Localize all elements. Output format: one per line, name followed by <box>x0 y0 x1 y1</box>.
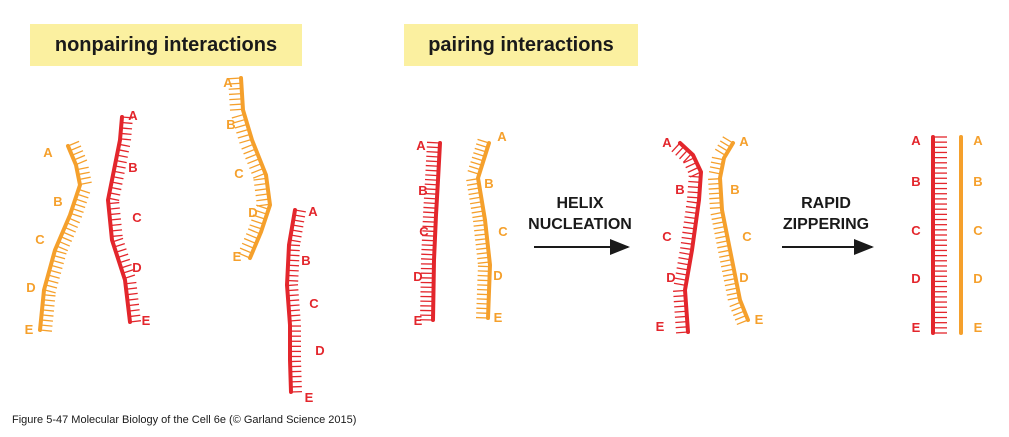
pairing-red-1-label-d: D <box>413 269 422 284</box>
nucleated-orange-label-b: B <box>730 182 739 197</box>
nonpairing-orange-2-label-c: C <box>234 166 244 181</box>
pairing-red-1-label-e: E <box>414 313 423 328</box>
nonpairing-red-1-label-c: C <box>132 210 142 225</box>
nonpairing-orange-1-label-b: B <box>53 194 62 209</box>
nucleated-orange-label-e: E <box>755 312 764 327</box>
nucleated-orange-strand-backbone <box>718 141 750 322</box>
nucleated-orange-strand <box>708 136 750 326</box>
zippered-orange-label-c: C <box>973 223 983 238</box>
nonpairing-red-strand-1-bases <box>108 116 141 323</box>
rapid-zippering-label-line1: RAPID <box>801 195 851 212</box>
zippered-red-label-d: D <box>911 271 920 286</box>
pairing-red-1-label-c: C <box>419 224 429 239</box>
nonpairing-orange-2-label-a: A <box>223 75 233 90</box>
pairing-orange-1-label-a: A <box>497 129 507 144</box>
nonpairing-orange-2-label-e: E <box>233 249 242 264</box>
pairing-red-strand-1-bases <box>419 141 441 321</box>
pairing-red-1-label-b: B <box>418 183 427 198</box>
rapid-zippering-label-line2: ZIPPERING <box>783 216 869 233</box>
nonpairing-red-1-label-a: A <box>128 108 138 123</box>
nucleated-red-label-a: A <box>662 135 672 150</box>
nonpairing-red-strand-1 <box>106 115 141 324</box>
nonpairing-orange-strand-1 <box>38 140 92 332</box>
nucleated-orange-label-d: D <box>739 270 748 285</box>
zippered-orange-label-d: D <box>973 271 982 286</box>
nucleated-orange-strand-bases <box>708 136 749 326</box>
nonpairing-orange-1-label-d: D <box>26 280 35 295</box>
pairing-orange-strand-1-bases <box>466 138 490 319</box>
nonpairing-red-strand-1-backbone <box>106 115 132 324</box>
pairing-red-strand-1-backbone <box>431 141 442 322</box>
zippered-orange-label-a: A <box>973 133 983 148</box>
nonpairing-red-2-label-b: B <box>301 253 310 268</box>
nonpairing-red-2-label-a: A <box>308 204 318 219</box>
zippered-red-label-b: B <box>911 174 920 189</box>
nonpairing-red-2-label-c: C <box>309 296 319 311</box>
nucleated-red-strand <box>671 141 703 334</box>
zippered-orange-label-b: B <box>973 174 982 189</box>
nonpairing-orange-strand-1-bases <box>39 140 92 332</box>
nucleated-orange-label-c: C <box>742 229 752 244</box>
nonpairing-orange-2-label-b: B <box>226 117 235 132</box>
nonpairing-orange-1-label-e: E <box>25 322 34 337</box>
pairing-orange-strand-1 <box>466 138 492 320</box>
pairing-orange-1-label-d: D <box>493 268 502 283</box>
nonpairing-orange-2-label-d: D <box>248 205 257 220</box>
nonpairing-red-1-label-d: D <box>132 260 141 275</box>
nucleated-red-strand-backbone <box>678 141 703 334</box>
pairing-red-strand-1 <box>419 141 442 322</box>
nonpairing-red-strand-2 <box>285 208 306 394</box>
zippered-red-label-c: C <box>911 223 921 238</box>
rapid-zippering-arrow: RAPID ZIPPERING <box>782 195 874 255</box>
nonpairing-red-strand-2-backbone <box>285 208 297 394</box>
zippered-red-label-a: A <box>911 133 921 148</box>
zippered-orange-label-e: E <box>974 320 983 335</box>
nonpairing-header: nonpairing interactions <box>30 24 302 66</box>
nucleated-red-label-b: B <box>675 182 684 197</box>
nonpairing-red-1-label-b: B <box>128 160 137 175</box>
helix-nucleation-label-line2: NUCLEATION <box>528 216 632 233</box>
helix-nucleation-label-line1: HELIX <box>556 195 603 212</box>
nonpairing-red-2-label-d: D <box>315 343 324 358</box>
pairing-red-1-label-a: A <box>416 138 426 153</box>
nucleated-red-label-c: C <box>662 229 672 244</box>
nonpairing-orange-1-label-a: A <box>43 145 53 160</box>
pairing-orange-1-label-e: E <box>494 310 503 325</box>
nonpairing-orange-strand-2-bases <box>227 77 270 259</box>
figure-caption: Figure 5-47 Molecular Biology of the Cel… <box>12 414 357 426</box>
nonpairing-header-label: nonpairing interactions <box>54 33 278 56</box>
nonpairing-orange-strand-2-backbone <box>239 76 272 260</box>
nonpairing-orange-strand-2 <box>227 76 272 260</box>
nucleated-red-label-d: D <box>666 270 675 285</box>
nonpairing-red-1-label-e: E <box>142 313 151 328</box>
pairing-header: pairing interactions <box>404 24 638 66</box>
nonpairing-red-2-label-e: E <box>305 390 314 405</box>
helix-nucleation-arrow: HELIX NUCLEATION <box>528 195 632 255</box>
zippered-red-strand-bases <box>933 136 947 334</box>
nucleated-orange-label-a: A <box>739 134 749 149</box>
nonpairing-orange-1-label-c: C <box>35 232 45 247</box>
zippered-red-strand <box>931 135 947 335</box>
nonpairing-red-strand-2-bases <box>286 209 306 393</box>
nucleated-red-label-e: E <box>656 319 665 334</box>
pairing-header-label: pairing interactions <box>428 33 614 56</box>
nucleated-red-strand-bases <box>671 142 702 334</box>
pairing-orange-1-label-b: B <box>484 176 493 191</box>
zippered-red-label-e: E <box>912 320 921 335</box>
nonpairing-orange-strand-1-backbone <box>38 144 82 332</box>
pairing-orange-1-label-c: C <box>498 224 508 239</box>
